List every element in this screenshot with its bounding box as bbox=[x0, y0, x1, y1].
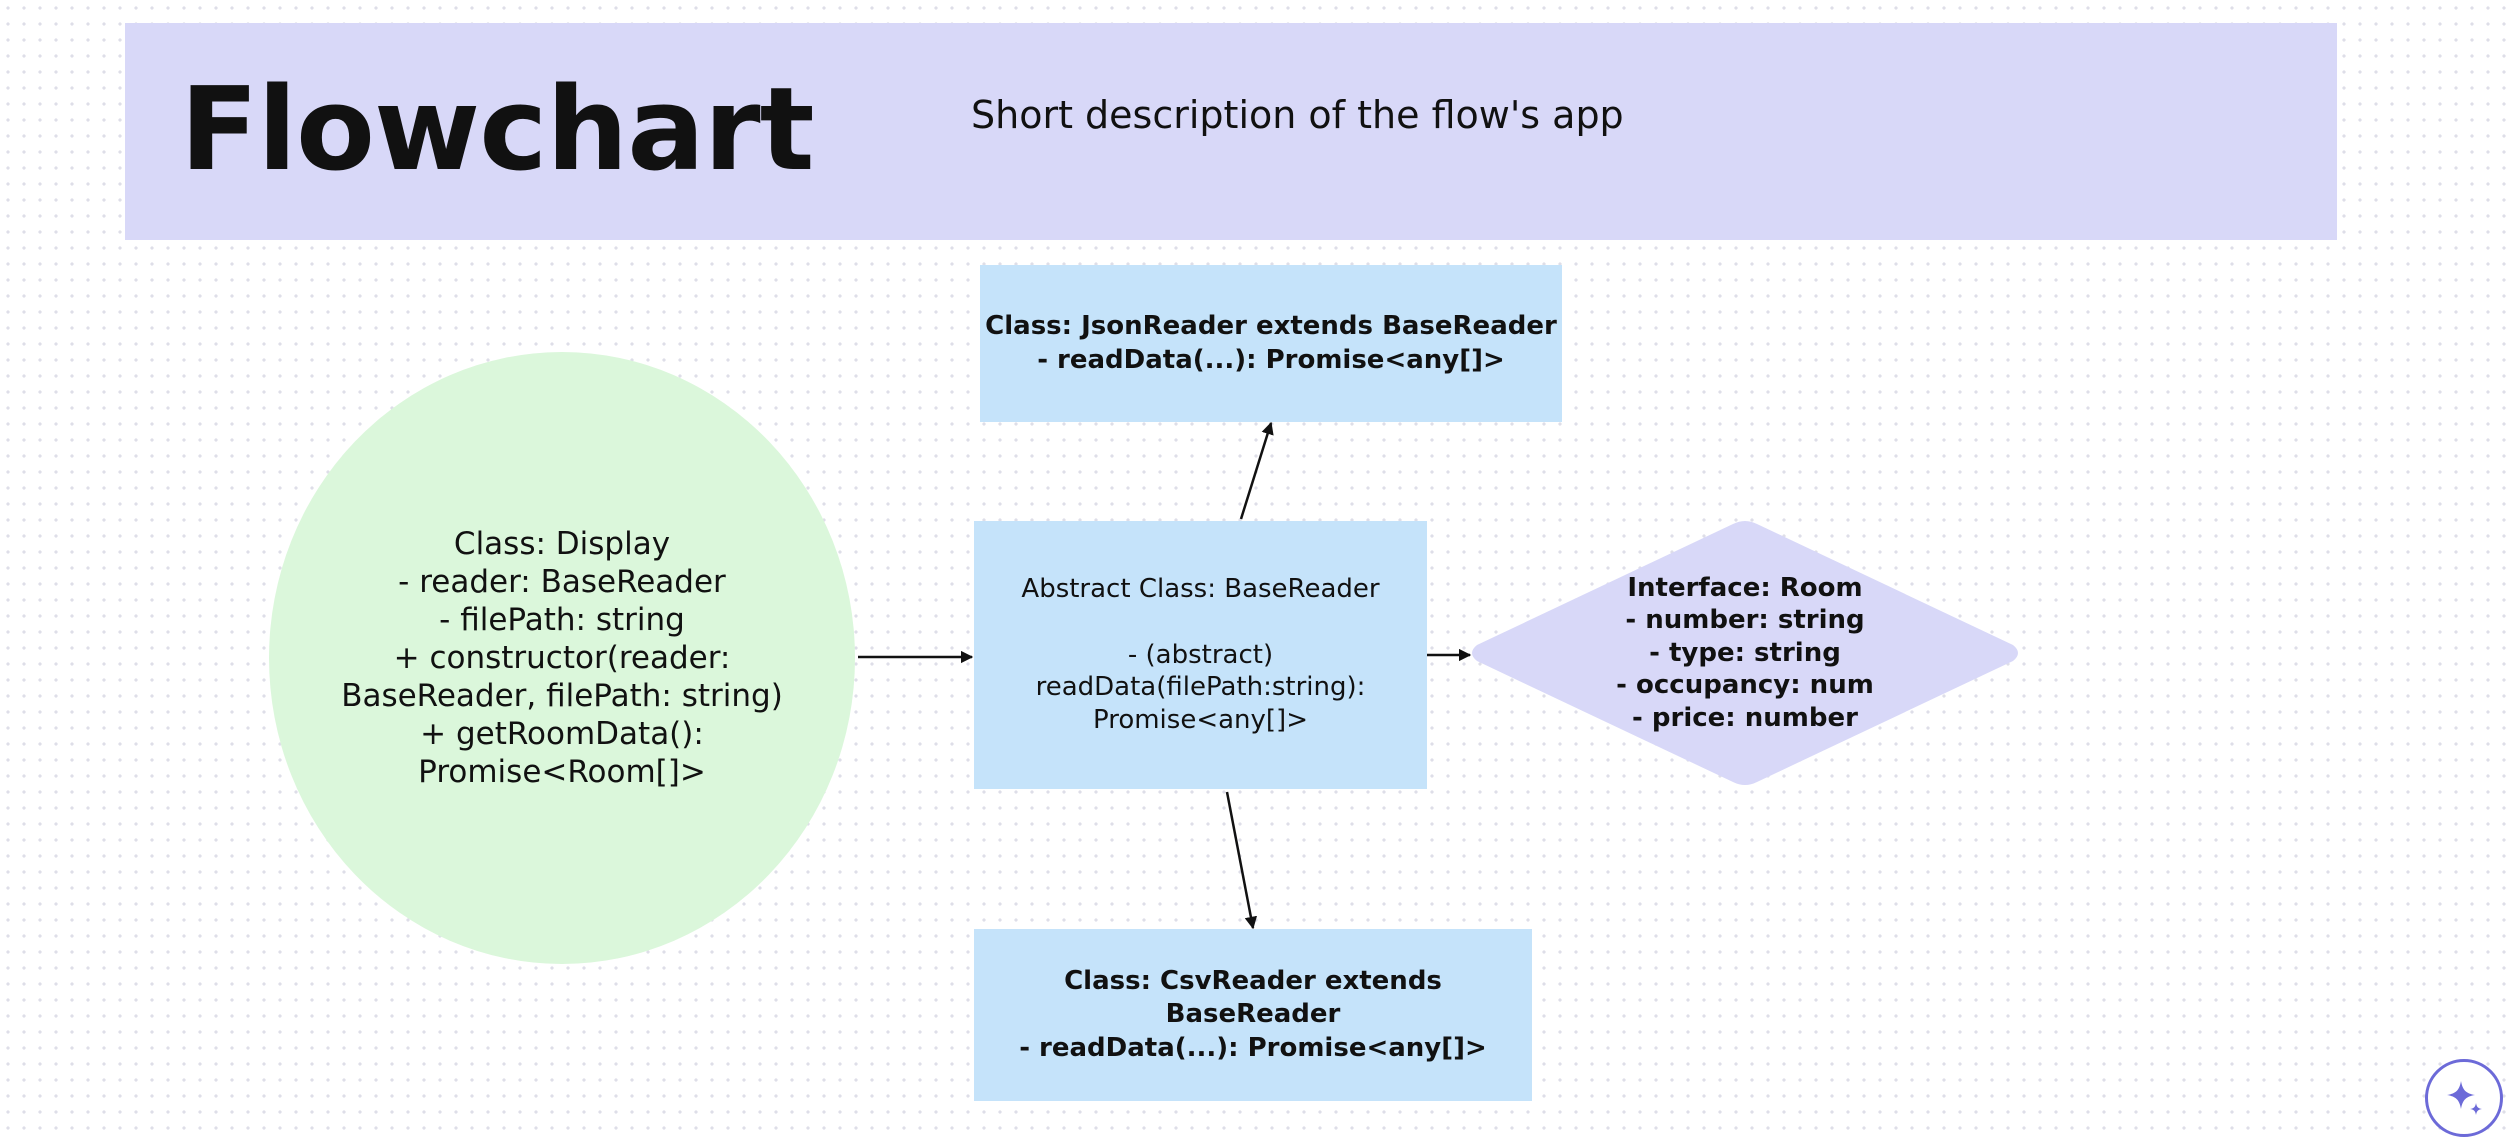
node-room-interface[interactable]: Interface: Room - number: string - type:… bbox=[1465, 518, 2025, 788]
edge-basereader-to-csvreader bbox=[1225, 791, 1258, 930]
node-display-class[interactable]: Class: Display - reader: BaseReader - fi… bbox=[269, 352, 855, 964]
ai-assistant-button[interactable] bbox=[2425, 1059, 2503, 1137]
node-room-label: Interface: Room - number: string - type:… bbox=[1616, 572, 1874, 733]
node-csvreader-class[interactable]: Class: CsvReader extends BaseReader - re… bbox=[974, 929, 1532, 1101]
node-jsonreader-label: Class: JsonReader extends BaseReader - r… bbox=[985, 311, 1557, 375]
node-basereader-abstract[interactable]: Abstract Class: BaseReader - (abstract) … bbox=[974, 521, 1427, 789]
node-display-label: Class: Display - reader: BaseReader - fi… bbox=[341, 525, 783, 791]
node-basereader-label: Abstract Class: BaseReader - (abstract) … bbox=[1021, 574, 1380, 736]
sparkle-icon bbox=[2447, 1081, 2482, 1115]
node-csvreader-label: Class: CsvReader extends BaseReader - re… bbox=[1019, 966, 1487, 1063]
header-banner: Flowchart Short description of the flow'… bbox=[125, 23, 2337, 240]
edge-basereader-to-jsonreader bbox=[1239, 421, 1274, 520]
diamond-shape bbox=[1472, 521, 2018, 785]
page-title: Flowchart bbox=[180, 63, 815, 197]
page-subtitle: Short description of the flow's app bbox=[971, 93, 1624, 137]
node-jsonreader-class[interactable]: Class: JsonReader extends BaseReader - r… bbox=[980, 265, 1562, 422]
